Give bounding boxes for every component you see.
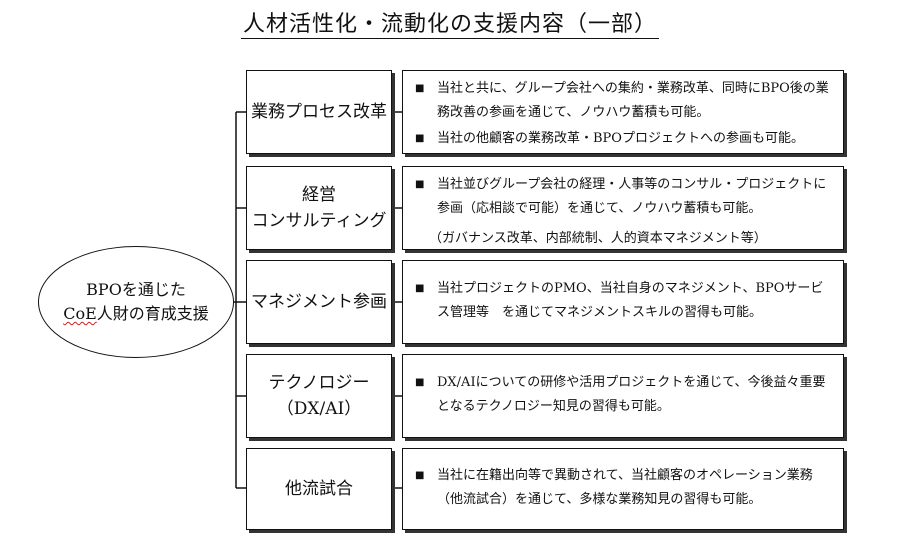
category-label: テクノロジー [268,373,370,393]
description-box-management-participation: ■当社プロジェクトのPMO、当社自身のマネジメント、BPOサービス管理等 を通じ… [402,260,844,344]
category-label: （DX/AI） [276,399,362,419]
bullet-item: ■当社の他顧客の業務改革・BPOプロジェクトへの参画も可能。 [415,127,833,151]
bullet-item: ■当社並びグループ会社の経理・人事等のコンサル・プロジェクトに参画（応相談で可能… [415,173,833,221]
category-label: コンサルティング [251,211,387,231]
category-box-management-consulting: 経営 コンサルティング [246,166,392,250]
description-box-external-match: ■当社に在籍出向等で異動されて、当社顧客のオペレーション業務（他流試合）を通じて… [402,448,844,530]
category-label: 業務プロセス改革 [251,102,387,122]
page-title: 人材活性化・流動化の支援内容（一部） [240,12,659,39]
center-line-2: CoE人財の育成支援 [63,304,209,323]
center-ellipse: BPOを通じた CoE人財の育成支援 [38,246,234,358]
bullet-item: ■当社プロジェクトのPMO、当社自身のマネジメント、BPOサービス管理等 を通じ… [415,277,833,325]
square-bullet-icon: ■ [415,83,425,94]
description-box-technology: ■DX/AIについての研修や活用プロジェクトを通じて、今後益々重要となるテクノロ… [402,354,844,438]
bullet-item: ■当社と共に、グループ会社への集約・業務改革、同時にBPO後の業務改善の参画を通… [415,77,833,125]
square-bullet-icon: ■ [415,133,425,144]
description-box-business-process: ■当社と共に、グループ会社への集約・業務改革、同時にBPO後の業務改善の参画を通… [402,70,844,154]
category-label: マネジメント参画 [251,292,387,312]
square-bullet-icon: ■ [415,470,425,481]
description-note: （ガバナンス改革、内部統制、人的資本マネジメント等） [429,231,767,246]
square-bullet-icon: ■ [415,283,425,294]
spell-underlined-term: CoE [63,304,97,323]
category-box-management-participation: マネジメント参画 [246,260,392,344]
description-box-management-consulting: ■当社並びグループ会社の経理・人事等のコンサル・プロジェクトに参画（応相談で可能… [402,166,844,250]
bullet-item: ■当社に在籍出向等で異動されて、当社顧客のオペレーション業務（他流試合）を通じて… [415,464,833,512]
center-line-1: BPOを通じた [86,280,186,299]
category-label: 経営 [302,185,336,205]
category-box-technology: テクノロジー （DX/AI） [246,354,392,438]
square-bullet-icon: ■ [415,179,425,190]
category-box-external-match: 他流試合 [246,448,392,530]
bullet-item: ■DX/AIについての研修や活用プロジェクトを通じて、今後益々重要となるテクノロ… [415,371,833,419]
category-label: 他流試合 [285,479,353,499]
square-bullet-icon: ■ [415,377,425,388]
category-box-business-process: 業務プロセス改革 [246,70,392,154]
